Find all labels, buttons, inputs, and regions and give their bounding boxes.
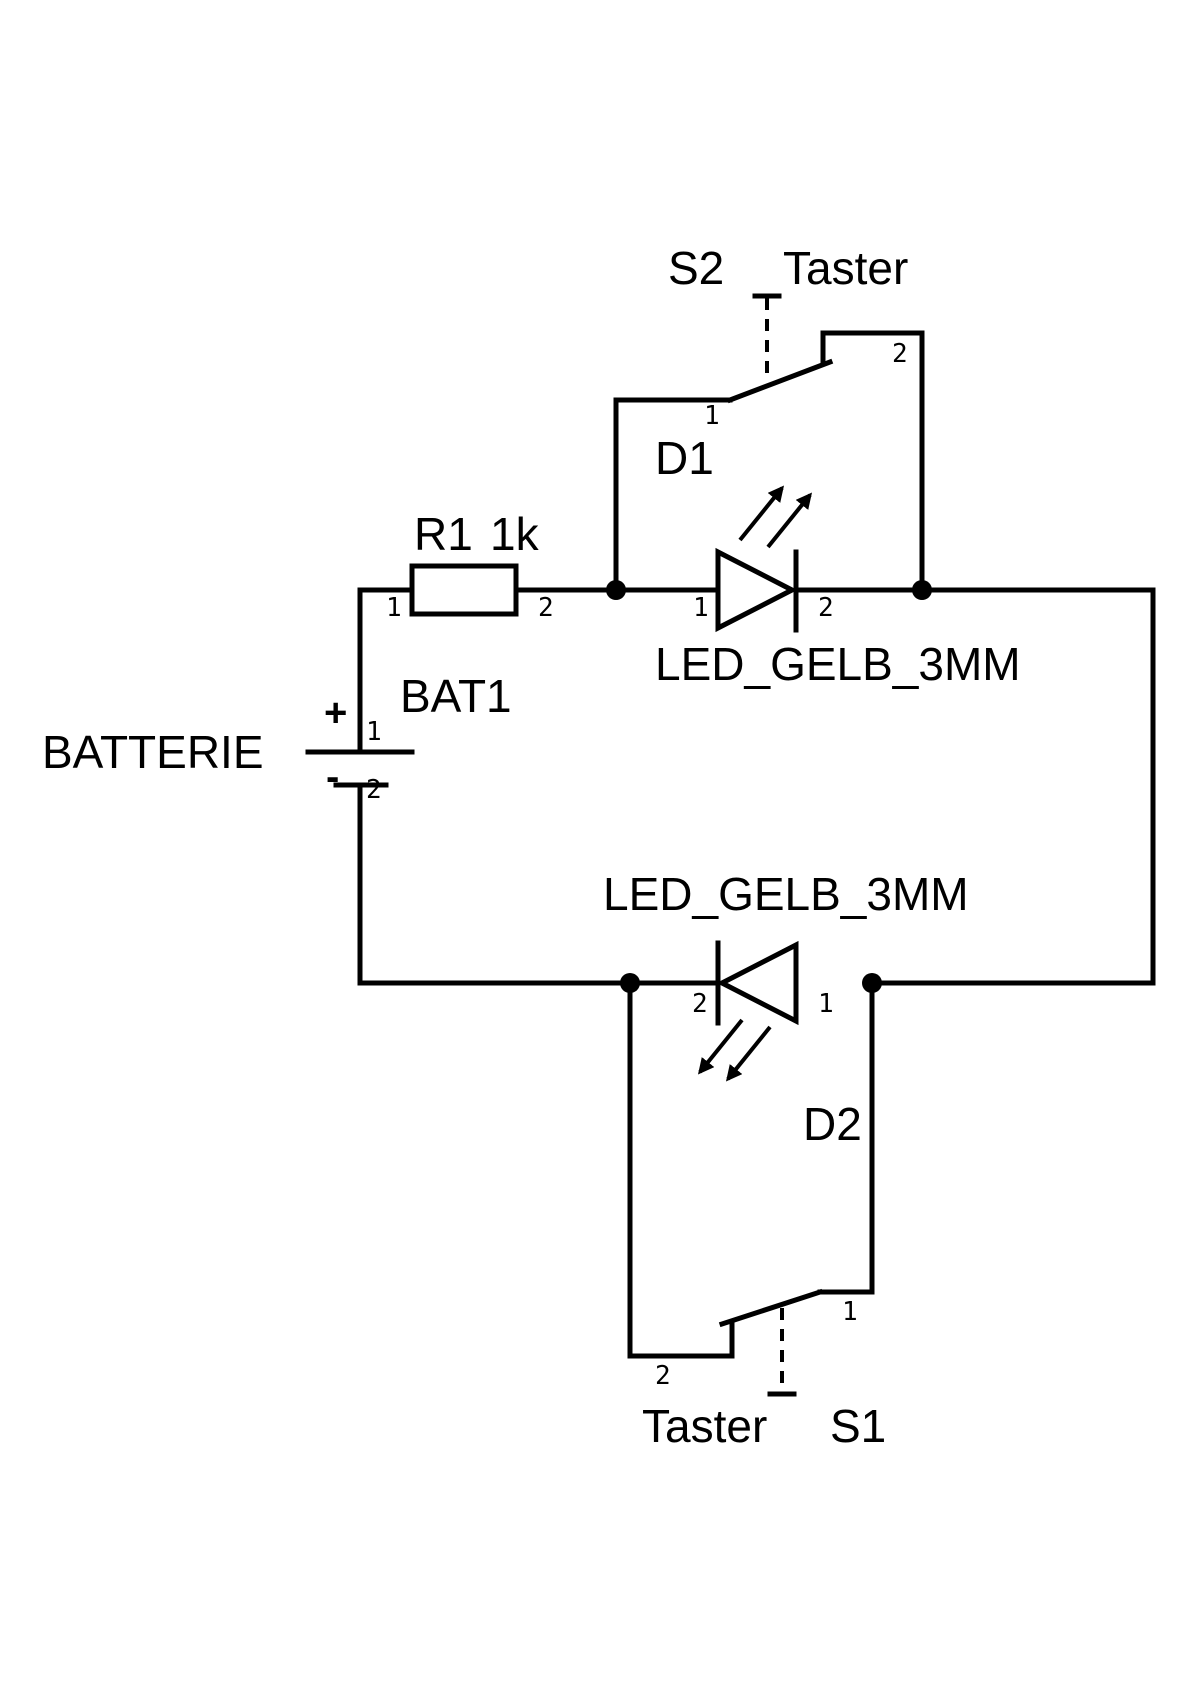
bat1-value-label: BATTERIE: [42, 726, 264, 778]
d2-triangle: [716, 940, 799, 1026]
s1-contact-lever: [718, 1288, 824, 1328]
r1-pin2-label: 2: [538, 593, 554, 623]
d1-pin2-label: 2: [818, 593, 834, 623]
s1-value-label: Taster: [642, 1400, 767, 1452]
wire-s1-loop-right: [817, 980, 875, 1295]
s2-ref-label: S2: [668, 242, 724, 294]
d2-value-label: LED_GELB_3MM: [603, 868, 969, 920]
d2-pin2-label: 2: [692, 989, 708, 1019]
d2-light-arrow: [697, 1018, 744, 1075]
led-d2[interactable]: LED_GELB_3MM D2 2 1: [603, 868, 969, 1150]
bat1-pin2-label: 2: [366, 775, 382, 805]
switch-s1[interactable]: Taster S1 1 2: [642, 1288, 886, 1452]
junction-dot: [620, 973, 640, 993]
switch-s2[interactable]: S2 Taster 1 2: [668, 242, 908, 431]
resistor-r1[interactable]: R1 1k 1 2: [386, 508, 554, 623]
wires: [357, 330, 1156, 1359]
r1-ref-label: R1: [414, 508, 473, 560]
junction-dot: [606, 580, 626, 600]
wire-s1-loop-left: [627, 980, 735, 1359]
s2-value-label: Taster: [783, 242, 908, 294]
d1-light-arrow: [738, 485, 785, 542]
s1-ref-label: S1: [830, 1400, 886, 1452]
s2-pin2-label: 2: [892, 339, 908, 369]
wire-s2-loop-right: [820, 330, 925, 593]
d1-pin1-label: 1: [693, 593, 709, 623]
d1-triangle: [715, 547, 798, 633]
wire-d1-to-right: [793, 587, 1156, 986]
s2-pin1-label: 1: [704, 401, 720, 431]
wire-s2-loop-left: [613, 397, 733, 593]
d2-pin1-label: 1: [818, 989, 834, 1019]
d2-ref-label: D2: [803, 1098, 862, 1150]
bat1-ref-label: BAT1: [400, 670, 512, 722]
d1-value-label: LED_GELB_3MM: [655, 638, 1021, 690]
bat1-pin1-label: 1: [366, 717, 382, 747]
battery-minus-sign: -: [326, 755, 339, 799]
r1-pin1-label: 1: [386, 593, 402, 623]
battery-bat1[interactable]: + - BAT1 BATTERIE 1 2: [42, 670, 512, 805]
s1-pin1-label: 1: [842, 1297, 858, 1327]
battery-plus-sign: +: [324, 691, 347, 735]
wire-left-top: [357, 587, 415, 755]
d1-ref-label: D1: [655, 432, 714, 484]
led-d1[interactable]: D1 LED_GELB_3MM 1 2: [655, 432, 1021, 690]
s2-contact-lever: [726, 358, 834, 404]
resistor-body: [409, 563, 519, 617]
d2-light-arrow: [725, 1025, 772, 1082]
s1-pin2-label: 2: [655, 1361, 671, 1391]
junction-dot: [912, 580, 932, 600]
junctions: [606, 580, 932, 993]
d1-light-arrow: [766, 492, 813, 549]
r1-value-label: 1k: [490, 508, 540, 560]
junction-dot: [862, 973, 882, 993]
